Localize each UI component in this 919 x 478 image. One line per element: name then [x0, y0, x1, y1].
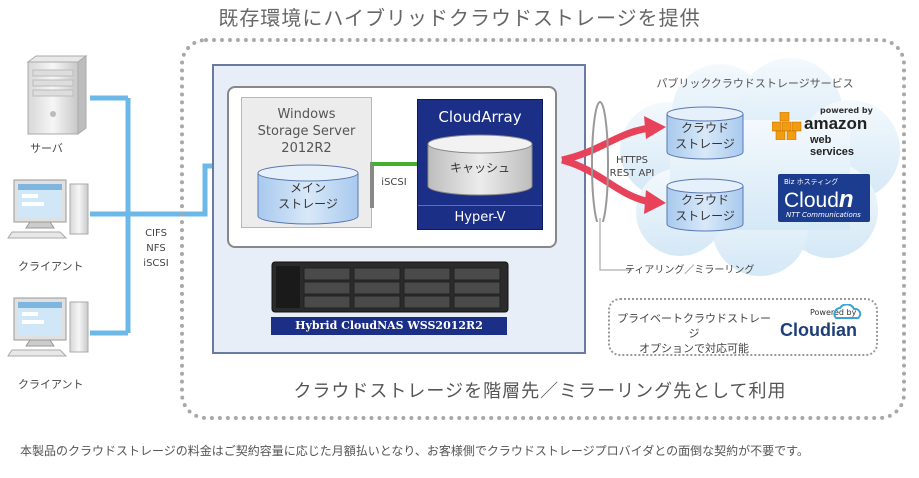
cloudian-cloud-icon	[833, 304, 862, 319]
cloud-storage-label-2: クラウド ストレージ	[664, 192, 746, 224]
aws-powered-by: powered by	[820, 106, 873, 115]
main-storage-line-2: ストレージ	[278, 197, 338, 211]
cloudian-wordmark: Cloudian	[780, 320, 857, 340]
amazon-web-services-logo: powered by amazon web services	[768, 104, 878, 158]
cloud-arrows	[561, 101, 666, 222]
cloud-storage-cylinder-1	[666, 106, 744, 160]
cache-label: キャッシュ	[449, 161, 510, 175]
public-cloud-title: パブリッククラウドストレージサービス	[656, 77, 854, 90]
private-cloud-line-2: オプションで対応可能	[639, 342, 749, 355]
aws-cubes-icon	[772, 112, 802, 140]
page-title: 既存環境にハイブリッドクラウドストレージを提供	[218, 6, 701, 30]
cache-cylinder	[427, 134, 533, 196]
nas-hardware-image	[271, 261, 509, 313]
cloud-storage-1-line-1: クラウド	[680, 121, 729, 135]
aws-wordmark: amazon	[804, 114, 868, 133]
main-storage-line-1: メイン	[289, 181, 326, 195]
cloudian-powered-by: Powered by	[810, 308, 857, 317]
private-cloud-line-1: プライベートクラウドストレージ	[617, 312, 771, 340]
client-label-1: クライアント	[18, 260, 84, 273]
cloud-storage-2-line-1: クラウド	[680, 193, 729, 207]
wss-title: Windows Storage Server 2012R2	[241, 106, 372, 157]
protocol-list: CIFS NFS iSCSI	[138, 226, 174, 271]
cloud-storage-label-1: クラウド ストレージ	[664, 120, 746, 152]
wss-line-3: 2012R2	[281, 141, 332, 156]
tiering-leader-line	[599, 218, 632, 271]
hyperv-divider	[418, 205, 542, 206]
cloudian-logo: Powered by Cloudian	[776, 304, 874, 350]
iscsi-link-label: iSCSI	[381, 177, 407, 188]
private-cloud-option-box	[608, 298, 878, 356]
ntt-communications: NTT Communications	[786, 211, 861, 219]
main-storage-cylinder	[257, 164, 359, 225]
protocol-nfs: NFS	[146, 243, 166, 254]
nas-model-label: Hybrid CloudNAS WSS2012R2	[271, 317, 507, 335]
ntt-cloudn-logo: Biz ホスティング Cloudn NTT Communications	[778, 174, 870, 222]
hybrid-environment-boundary	[180, 38, 906, 420]
cloud-storage-cylinder-2	[666, 178, 744, 232]
wss-line-1: Windows	[277, 107, 336, 122]
https-line-1: HTTPS	[616, 155, 648, 166]
bottom-caption: クラウドストレージを階層先／ミラーリング先として利用	[293, 381, 787, 402]
client-pc-icon-1	[7, 179, 89, 239]
private-cloud-text: プライベートクラウドストレージ オプションで対応可能	[614, 311, 774, 356]
iscsi-link	[370, 162, 420, 208]
wss-line-2: Storage Server	[257, 124, 356, 139]
cloudarray-title: CloudArray	[438, 108, 522, 126]
tiering-label: ティアリング／ミラーリング	[625, 265, 755, 276]
server-label: サーバ	[30, 142, 63, 155]
ntt-cloudn-wordmark: Cloudn	[784, 186, 854, 214]
aws-subtitle: web services	[810, 134, 855, 158]
footnote: 本製品のクラウドストレージの料金はご契約容量に応じた月額払いとなり、お客様側でク…	[20, 444, 809, 458]
hyperv-label: Hyper-V	[454, 210, 506, 225]
https-line-2: REST API	[609, 168, 655, 179]
https-label: HTTPS REST API	[604, 154, 660, 180]
server-icon	[26, 55, 88, 135]
main-storage-label: メイン ストレージ	[254, 180, 362, 212]
cloud-storage-1-line-2: ストレージ	[675, 137, 735, 151]
client-pc-icon-2	[7, 297, 89, 357]
ntt-biz-hosting: Biz ホスティング	[784, 178, 839, 186]
protocol-cifs: CIFS	[145, 228, 167, 239]
ntt-cloud-text: Cloud	[784, 189, 839, 212]
protocol-iscsi: iSCSI	[143, 258, 169, 269]
ntt-n-text: n	[838, 186, 854, 213]
client-label-2: クライアント	[18, 378, 84, 391]
cloud-storage-2-line-2: ストレージ	[675, 209, 735, 223]
